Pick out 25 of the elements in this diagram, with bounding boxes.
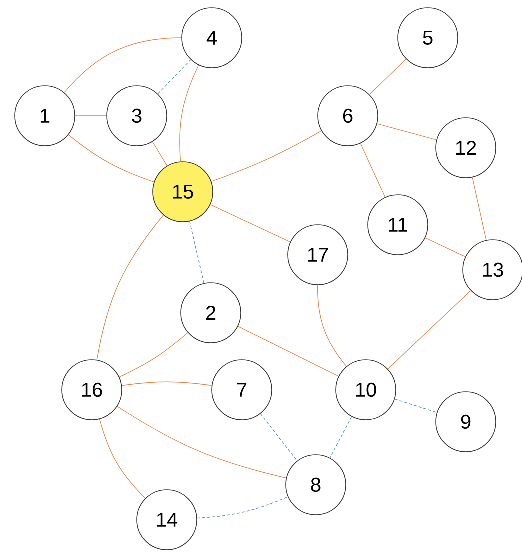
connector-line (197, 496, 288, 519)
connector-line (425, 238, 466, 258)
connector-line (369, 58, 407, 96)
connector-line (210, 204, 291, 242)
connector-line (360, 143, 386, 198)
connector-line (158, 60, 192, 94)
connector-line (330, 416, 352, 458)
connector-line (180, 65, 200, 162)
connector-line (122, 382, 212, 386)
connector-line (68, 134, 155, 183)
connector-line (64, 38, 182, 94)
connector-line (238, 326, 340, 377)
connector-line (394, 398, 438, 414)
connector-line (377, 124, 438, 140)
connector-line (100, 419, 146, 499)
connector-line (260, 414, 298, 462)
connector-line (117, 406, 287, 479)
connector-line (317, 285, 347, 367)
connector-line (152, 142, 168, 166)
connector-line (119, 332, 188, 378)
connector-line (96, 215, 164, 360)
connector-line (472, 177, 487, 241)
connector-line (190, 221, 204, 284)
connector-line (211, 130, 322, 182)
connector-line (388, 290, 472, 370)
